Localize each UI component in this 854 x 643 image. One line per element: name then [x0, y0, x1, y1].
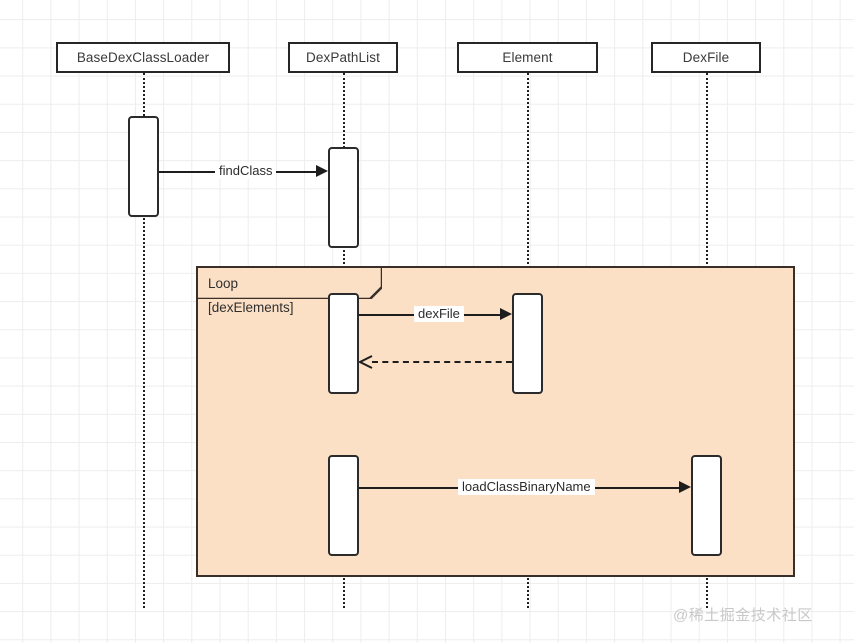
activation-dexfile	[691, 455, 722, 556]
lifeline-basedexclassloader	[143, 73, 145, 608]
participant-label: BaseDexClassLoader	[76, 49, 210, 65]
message-line-return	[372, 361, 512, 363]
fragment-operator-label: Loop	[208, 276, 239, 291]
arrow-head-dexfile-icon	[500, 308, 512, 320]
arrow-head-findclass-icon	[316, 165, 328, 177]
participant-dexfile[interactable]: DexFile	[651, 42, 761, 73]
fragment-guard-label: [dexElements]	[208, 300, 294, 315]
activation-dexpathlist-3	[328, 455, 359, 556]
message-label-loadclassbinaryname: loadClassBinaryName	[458, 479, 595, 496]
participant-basedexclassloader[interactable]: BaseDexClassLoader	[56, 42, 230, 73]
participant-label: DexPathList	[306, 49, 380, 65]
arrow-head-loadclassbinaryname-icon	[679, 481, 691, 493]
arrow-head-return-open-icon	[359, 355, 373, 369]
activation-dexpathlist-2	[328, 293, 359, 394]
fragment-tab-shape-icon	[196, 266, 382, 299]
participant-element[interactable]: Element	[457, 42, 598, 73]
participant-label: DexFile	[682, 49, 730, 65]
fragment-loop-tab	[196, 266, 382, 299]
participant-dexpathlist[interactable]: DexPathList	[288, 42, 398, 73]
participant-label: Element	[502, 49, 553, 65]
message-label-findclass: findClass	[215, 163, 277, 180]
activation-element	[512, 293, 543, 394]
message-label-dexfile: dexFile	[414, 306, 464, 323]
watermark: @稀土掘金技术社区	[673, 607, 813, 624]
activation-basedexclassloader	[128, 116, 159, 217]
activation-dexpathlist-1	[328, 147, 359, 248]
